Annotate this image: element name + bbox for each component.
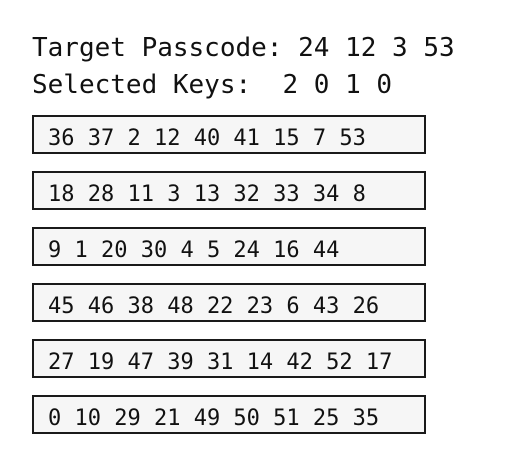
key-row-1[interactable]: 36 37 2 12 40 41 15 7 53 [32,115,426,154]
key-row-3[interactable]: 9 1 20 30 4 5 24 16 44 [32,227,426,266]
key-row-numbers: 0 10 29 21 49 50 51 25 35 [48,406,380,431]
key-row-numbers: 27 19 47 39 31 14 42 52 17 [48,350,393,375]
key-row-numbers: 45 46 38 48 22 23 6 43 26 [48,294,380,319]
target-passcode-label: Target Passcode: [32,33,283,63]
selected-keys-label: Selected Keys: [32,70,252,100]
key-row-4[interactable]: 45 46 38 48 22 23 6 43 26 [32,283,426,322]
key-row-5[interactable]: 27 19 47 39 31 14 42 52 17 [32,339,426,378]
key-row-numbers: 18 28 11 3 13 32 33 34 8 [48,182,366,207]
target-passcode: Target Passcode: 24 12 3 53 [32,33,455,63]
key-row-6[interactable]: 0 10 29 21 49 50 51 25 35 [32,395,426,434]
target-passcode-value: 24 12 3 53 [298,33,455,63]
selected-keys: Selected Keys: 2 0 1 0 [32,70,392,100]
key-row-2[interactable]: 18 28 11 3 13 32 33 34 8 [32,171,426,210]
key-row-numbers: 9 1 20 30 4 5 24 16 44 [48,238,340,263]
selected-keys-value: 2 0 1 0 [282,70,393,100]
key-row-numbers: 36 37 2 12 40 41 15 7 53 [48,126,366,151]
